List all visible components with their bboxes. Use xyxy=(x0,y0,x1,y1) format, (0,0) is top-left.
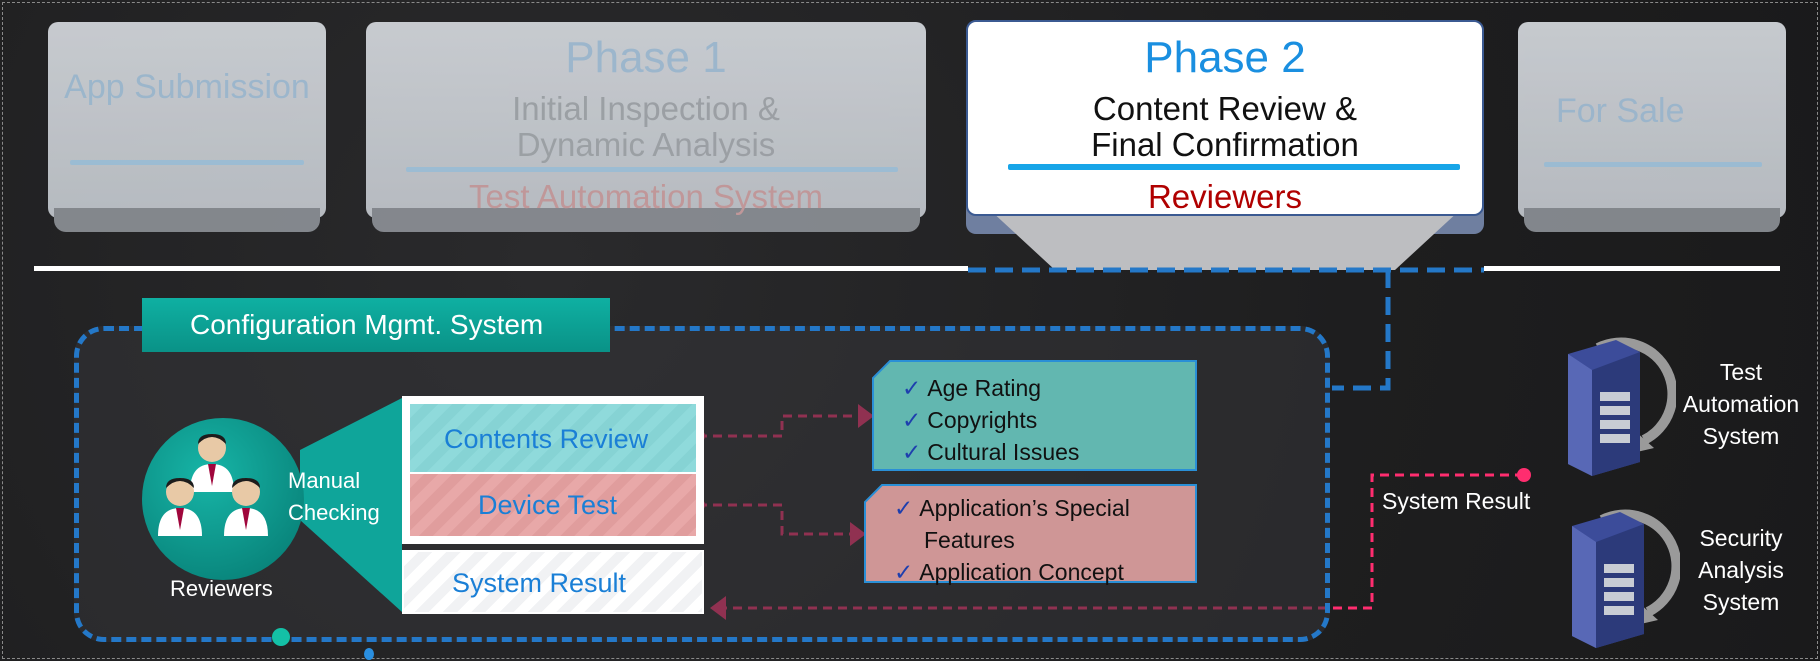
config-mgmt-label: Configuration Mgmt. System xyxy=(190,309,544,340)
phase1-line2: Dynamic Analysis xyxy=(516,126,776,163)
content-checks-shape xyxy=(872,360,1197,471)
checkmark-icon: ✓ xyxy=(902,439,922,465)
for-sale-label: For Sale xyxy=(1556,92,1685,130)
server-label-line: System xyxy=(1702,423,1780,449)
content-check-item: ✓Cultural Issues xyxy=(902,436,1079,468)
content-check-label: Age Rating xyxy=(927,375,1042,401)
device-check-item: ✓Application Concept xyxy=(894,556,1130,588)
content-checks-list: ✓Age Rating ✓Copyrights ✓Cultural Issues xyxy=(902,372,1079,468)
device-test-box: Device Test xyxy=(410,474,696,536)
decor-dot xyxy=(364,648,374,660)
phase2-line2: Final Confirmation xyxy=(1091,126,1359,163)
device-test-label: Device Test xyxy=(478,490,618,520)
device-check-label: Features xyxy=(924,527,1015,553)
phase1-system: Test Automation System xyxy=(469,178,823,215)
phase2-card: Phase 2 Content Review & Final Confirmat… xyxy=(966,20,1484,216)
phase1-title: Phase 1 xyxy=(565,33,727,82)
device-check-label: Application’s Special xyxy=(919,495,1130,521)
phase2-title: Phase 2 xyxy=(1144,33,1306,82)
content-check-label: Cultural Issues xyxy=(927,439,1080,465)
phase2-callout xyxy=(990,210,1460,270)
decor-dot xyxy=(272,628,290,646)
server-label-line: Analysis xyxy=(1698,557,1784,583)
server-label-security-analysis: Security Analysis System xyxy=(1660,522,1820,618)
device-checks-shape xyxy=(864,484,1197,583)
phase2-system: Reviewers xyxy=(1147,178,1303,215)
content-check-label: Copyrights xyxy=(927,407,1038,433)
card-shadow xyxy=(1524,208,1780,232)
config-mgmt-header: Configuration Mgmt. System xyxy=(142,298,610,352)
manual-checking-line2: Checking xyxy=(288,500,380,525)
device-check-item: ✓Application’s Special xyxy=(894,492,1130,524)
timeline-rule-right xyxy=(1484,266,1780,271)
system-result-box: System Result xyxy=(402,550,704,614)
card-shadow xyxy=(54,208,320,232)
content-check-item: ✓Age Rating xyxy=(902,372,1079,404)
for-sale-card: For Sale xyxy=(1518,22,1786,232)
device-checks-list: ✓Application’s Special Features ✓Applica… xyxy=(894,492,1130,588)
system-result-box-label: System Result xyxy=(452,568,627,598)
phase2-rule xyxy=(1008,164,1460,170)
server-label-line: Security xyxy=(1699,525,1783,551)
phase2-line1: Content Review & xyxy=(1092,90,1358,127)
reviewers-label: Reviewers xyxy=(170,576,273,601)
contents-review-box: Contents Review xyxy=(410,404,696,472)
server-label-line: System xyxy=(1702,589,1780,615)
device-check-item-continued: Features xyxy=(894,524,1130,556)
system-result-label: System Result xyxy=(1382,488,1531,514)
reviewers-icon xyxy=(158,434,268,536)
server-icon xyxy=(1572,509,1680,648)
phase1-rule xyxy=(406,167,898,172)
server-icon xyxy=(1568,337,1676,476)
phase1-card: Phase 1 Initial Inspection & Dynamic Ana… xyxy=(366,22,926,232)
server-label-line: Automation xyxy=(1682,391,1800,417)
phase1-line1: Initial Inspection & xyxy=(512,90,780,127)
checkmark-icon: ✓ xyxy=(902,375,922,401)
app-submission-card: App Submission xyxy=(48,22,326,232)
app-submission-rule xyxy=(70,160,304,165)
manual-checking-line1: Manual xyxy=(288,468,361,493)
app-submission-label: App Submission xyxy=(64,68,310,106)
checkmark-icon: ✓ xyxy=(902,407,922,433)
card-shadow xyxy=(372,208,920,232)
server-label-line: Test xyxy=(1719,359,1763,385)
checkmark-icon: ✓ xyxy=(894,495,914,521)
content-check-item: ✓Copyrights xyxy=(902,404,1079,436)
checkmark-icon: ✓ xyxy=(894,559,914,585)
for-sale-rule xyxy=(1544,162,1762,167)
device-check-label: Application Concept xyxy=(919,559,1124,585)
contents-review-label: Contents Review xyxy=(444,424,649,454)
server-label-test-automation: Test Automation System xyxy=(1660,356,1820,452)
timeline-rule-left xyxy=(34,266,968,271)
